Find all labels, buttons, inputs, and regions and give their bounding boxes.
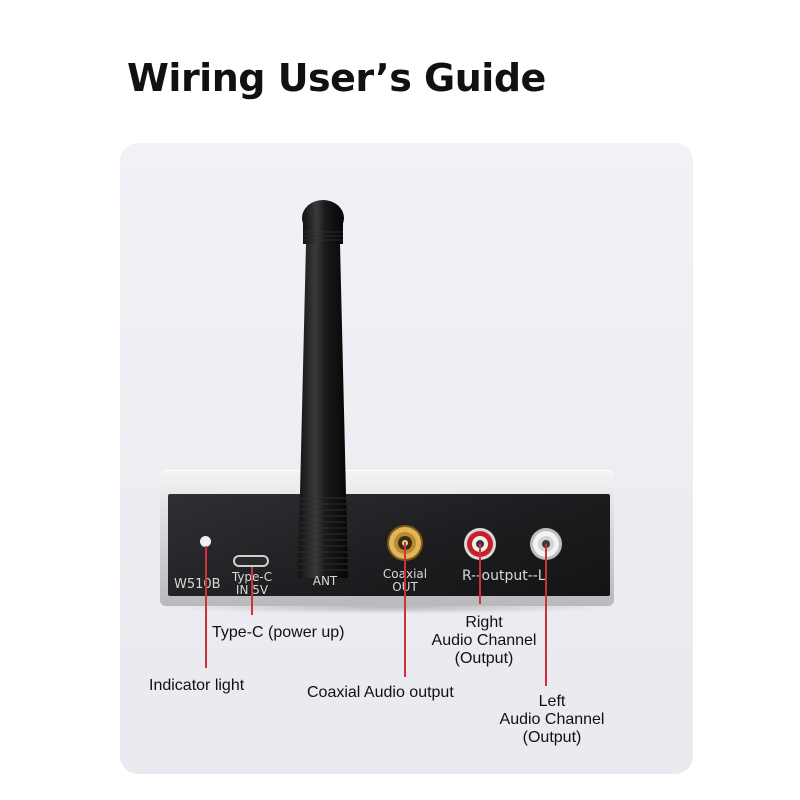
page-title: Wiring User’s Guide bbox=[127, 56, 546, 100]
left-channel-callout-line1: Left bbox=[538, 693, 566, 710]
type-c-port bbox=[233, 555, 269, 567]
type-c-callout: Type-C (power up) bbox=[212, 624, 345, 641]
left-channel-callout: Left Audio Channel (Output) bbox=[486, 693, 618, 747]
right-channel-callout: Right Audio Channel (Output) bbox=[418, 614, 550, 668]
indicator-light bbox=[200, 536, 211, 547]
model-label: W510B bbox=[174, 577, 221, 592]
type-c-leader-line bbox=[251, 567, 253, 615]
indicator-callout: Indicator light bbox=[149, 677, 245, 694]
right-channel-callout-line1: Right bbox=[465, 614, 503, 631]
ant-label: ANT bbox=[312, 574, 338, 588]
right-channel-callout-line3: (Output) bbox=[454, 650, 514, 667]
left-channel-callout-line2: Audio Channel bbox=[499, 711, 605, 728]
left-channel-callout-line3: (Output) bbox=[522, 729, 582, 746]
coaxial-leader-line bbox=[404, 542, 406, 677]
right-channel-callout-line2: Audio Channel bbox=[431, 632, 537, 649]
indicator-leader-line bbox=[205, 546, 207, 668]
antenna-icon bbox=[298, 200, 348, 578]
output-label: R--output--L bbox=[462, 568, 546, 584]
coaxial-callout: Coaxial Audio output bbox=[307, 684, 454, 701]
right-channel-leader-line bbox=[479, 544, 481, 604]
left-channel-leader-line bbox=[545, 544, 547, 686]
product-card bbox=[120, 143, 693, 774]
